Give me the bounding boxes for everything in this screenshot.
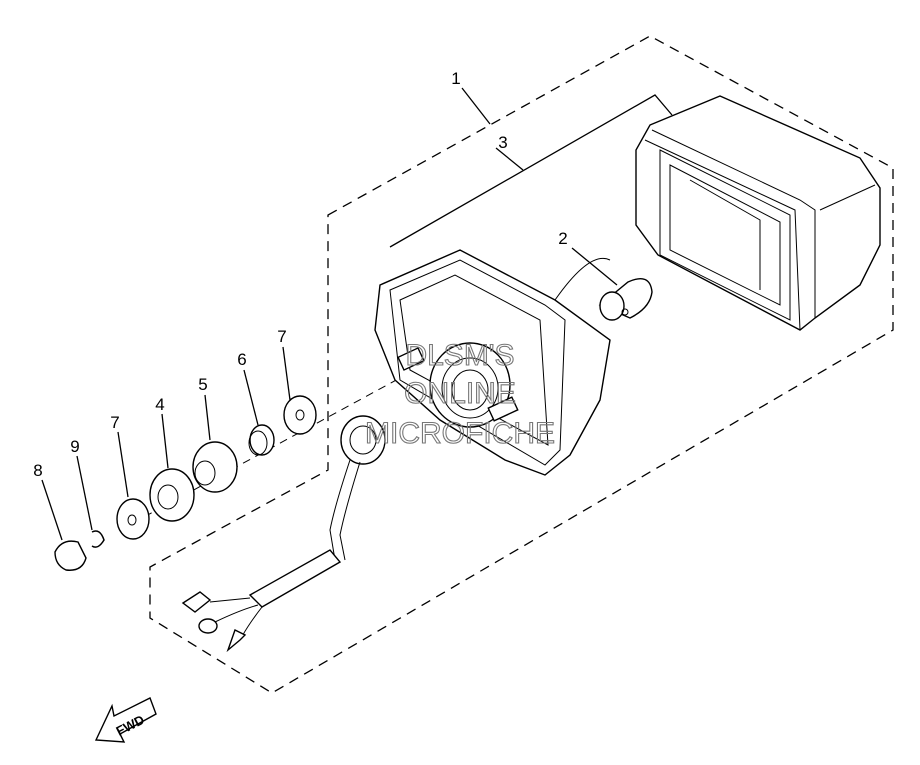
lens-part [635,95,881,331]
callout-6: 6 [237,350,246,369]
callout-5: 5 [198,375,207,394]
callout-4: 4 [155,395,164,414]
callout-labels: 1 2 3 4 5 6 7 7 8 9 [33,69,567,480]
callout-7-upper: 7 [277,327,286,346]
part-9 [91,530,105,548]
callout-9: 9 [70,437,79,456]
alignment-axis [119,339,471,531]
leader-lines [41,87,673,541]
callout-1: 1 [451,69,460,88]
watermark-line-3: MICROFICHE [365,417,555,450]
part-7b [283,395,317,435]
callout-7-lower: 7 [110,413,119,432]
callout-2: 2 [558,229,567,248]
watermark-line-1: DLSM'S [405,339,514,372]
bulb-part [598,278,653,321]
callout-8: 8 [33,461,42,480]
housing-part [374,249,611,476]
watermark-line-2: ONLINE [404,377,516,410]
part-8 [54,540,87,571]
fwd-arrow-badge: FWD [94,697,157,743]
part-7a [116,498,150,540]
callout-3: 3 [498,133,507,152]
part-6 [249,424,275,456]
small-parts [54,395,317,571]
socket-harness [181,415,386,653]
part-4 [149,468,195,522]
assembly-boundary [149,35,894,694]
watermark: DLSM'S ONLINE MICROFICHE [364,338,555,450]
part-5 [192,441,238,493]
